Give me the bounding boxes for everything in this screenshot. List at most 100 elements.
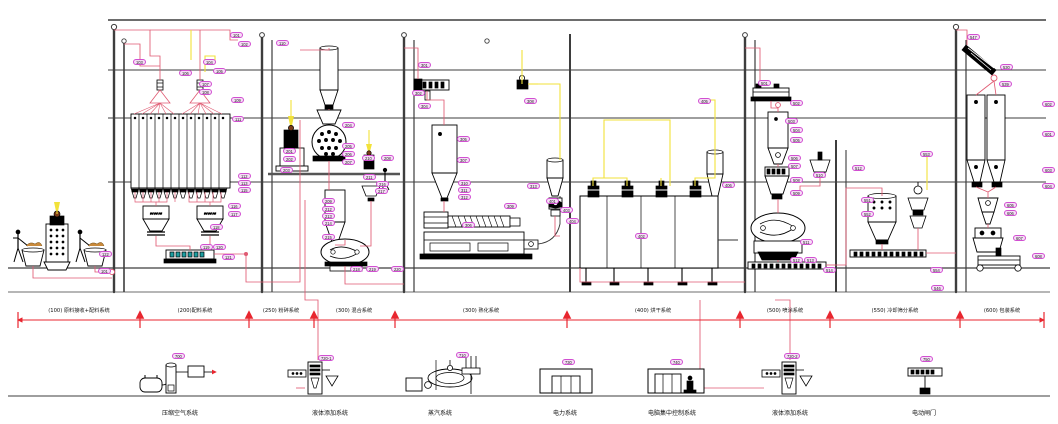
equipment-tag: 606	[1004, 210, 1017, 216]
roller-conveyor	[976, 247, 1022, 272]
equipment-tag: 502	[790, 100, 803, 106]
equipment-tag: 113	[238, 180, 251, 186]
screw-feeders	[131, 188, 227, 193]
coating-rotary-valve	[764, 166, 790, 200]
utility-label-740: 电脑集中控制系统	[647, 410, 697, 417]
equipment-tag: 405	[698, 98, 711, 104]
section-label-250: (250) 粉碎系统	[262, 308, 300, 314]
equipment-tag: 108	[199, 89, 212, 95]
equipment-tag: 110	[276, 40, 289, 46]
equipment-tag: 602	[1042, 101, 1055, 107]
equipment-tag: 109	[231, 97, 244, 103]
coating-feed-screen	[750, 83, 792, 102]
equipment-tag: 216	[376, 181, 389, 187]
preconditioner-bin	[431, 124, 458, 202]
equipment-tag: 220	[391, 266, 404, 272]
equipment-tag: 401	[546, 198, 559, 204]
equipment-tag: 117	[228, 211, 241, 217]
utility-tag-720-2: 720-2	[784, 353, 801, 359]
equipment-tag: 513	[804, 257, 817, 263]
equipment-tag: 101	[230, 32, 243, 38]
product-transfer-duct	[537, 196, 561, 245]
section-label-200: (200)配料系统	[177, 308, 213, 314]
dryer-fan-units	[586, 180, 703, 198]
section-550-cooling	[849, 182, 929, 258]
section-300-extrusion	[413, 75, 561, 260]
equipment-tag: 209	[322, 198, 335, 204]
equipment-tag: 101	[98, 268, 111, 274]
utility-label-710: 蒸汽系统	[427, 410, 453, 417]
section-label-300: (300) 混合系统	[335, 308, 373, 314]
equipment-tag: 503	[785, 118, 798, 124]
grinder-surge-bin	[319, 45, 339, 110]
equipment-tag: 115	[238, 187, 251, 193]
liquid-addition-unit-1	[287, 361, 339, 395]
equipment-tag: 208	[381, 155, 394, 161]
section-dimension-line	[17, 310, 1045, 328]
equipment-tag: 214	[322, 220, 335, 226]
equipment-tag: 309	[504, 203, 517, 209]
intake-hopper-1	[21, 242, 45, 267]
cooling-discharge-conveyor	[849, 249, 927, 258]
weigh-hopper-right: ≈≈≈	[196, 205, 224, 236]
packaging-inlet-screen	[961, 44, 998, 82]
section-600-packaging	[961, 44, 1022, 272]
utility-tag-720-1: 720-1	[318, 355, 335, 361]
equipment-tag: 204	[342, 122, 355, 128]
equipment-tag: 301	[418, 62, 431, 68]
utility-equipment-row	[139, 356, 943, 395]
vacuum-coater	[750, 212, 806, 261]
equipment-tag: 104	[203, 59, 216, 65]
equipment-tag: 103	[133, 59, 146, 65]
section-500-coating	[747, 83, 831, 270]
equipment-tag: 310	[458, 180, 471, 186]
bagging-scale	[977, 197, 999, 225]
equipment-tag: 312	[458, 194, 471, 200]
extruder-feed-conveyor	[413, 78, 450, 101]
equipment-tag: 404	[566, 218, 579, 224]
coating-surge-bin	[767, 111, 789, 165]
electric-gate-unit	[907, 367, 943, 395]
equipment-tag: 514	[823, 267, 836, 273]
equipment-tag: 506	[788, 155, 801, 161]
section-200-batching: ≈≈≈ ≈≈≈	[130, 79, 231, 264]
equipment-tag: 546	[931, 285, 944, 291]
section-label-600: (600) 包装系统	[983, 308, 1021, 314]
equipment-tag: 507	[788, 163, 801, 169]
equipment-tag: 402	[635, 233, 648, 239]
utility-label-730: 电力系统	[552, 410, 578, 417]
ribbon-mixer	[320, 238, 370, 272]
section-label-550: (550) 冷却筛分系统	[871, 308, 919, 314]
equipment-tag: 205	[342, 143, 355, 149]
equipment-tag: 112	[238, 173, 251, 179]
silo-level-indicators	[133, 116, 225, 120]
utility-tag-700: 700	[172, 353, 185, 359]
weigh-hopper-left: ≈≈≈	[142, 205, 170, 236]
equipment-tag: 603	[1042, 167, 1055, 173]
rotary-distributor-left	[149, 79, 171, 104]
silo-dividers	[138, 114, 220, 188]
equipment-tag: 308	[524, 98, 537, 104]
material-piping	[32, 29, 997, 389]
utility-label-720-2: 液体添加系统	[771, 410, 809, 417]
equipment-tag: 118	[210, 224, 223, 230]
equipment-tag: 105	[213, 68, 226, 74]
steam-boiler-unit	[405, 356, 481, 394]
hammer-mill	[311, 109, 347, 162]
operator-figure-1	[13, 229, 29, 263]
equipment-tag: 119	[200, 244, 213, 250]
svg-text:≈≈≈: ≈≈≈	[204, 211, 217, 217]
equipment-tag: 210	[362, 155, 375, 161]
equipment-tag: 302	[412, 90, 425, 96]
control-room-unit	[647, 368, 705, 394]
equipment-tag: 607	[1013, 235, 1026, 241]
utility-tag-730: 730	[562, 359, 575, 365]
equipment-tag: 530	[1000, 64, 1013, 70]
equipment-tag: 206	[342, 151, 355, 157]
utility-label-720-1: 液体添加系统	[311, 410, 349, 417]
belt-dryer	[579, 195, 719, 286]
equipment-tag: 512	[790, 257, 803, 263]
equipment-tag: 202	[283, 156, 296, 162]
liquid-addition-unit-2	[761, 361, 813, 395]
